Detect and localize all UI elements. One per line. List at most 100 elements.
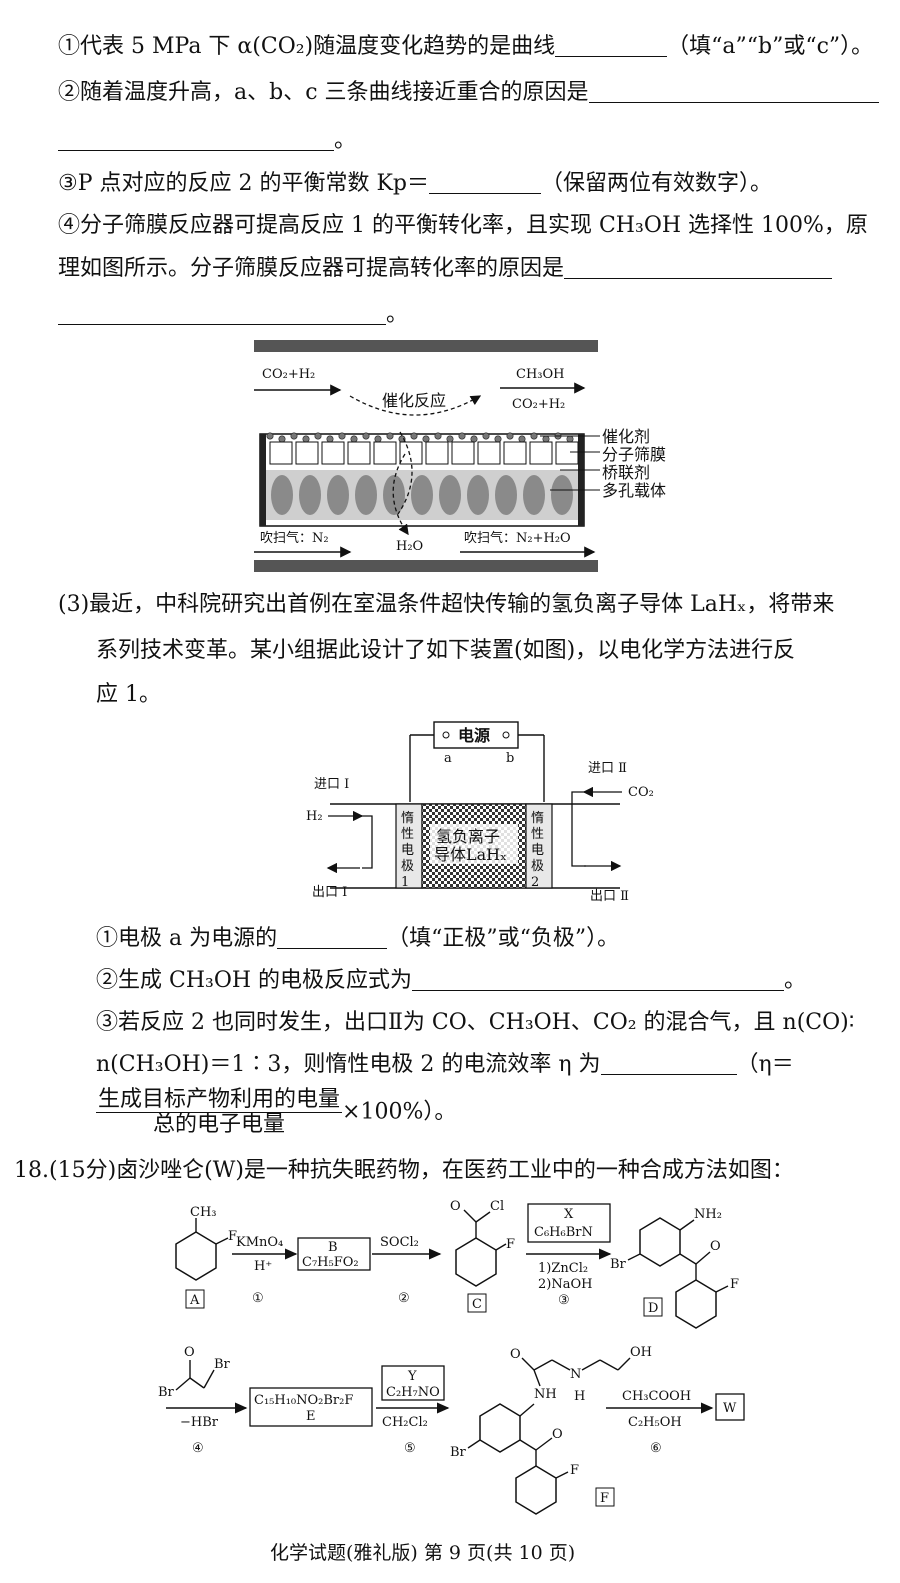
compound-d-ring-1 [639, 1217, 681, 1267]
ch3-label: CH₃ [190, 1205, 217, 1220]
q17-item-2: ②随着温度升高，a、b、c 三条曲线接近重合的原因是 [58, 78, 879, 108]
svg-text:1)ZnCl₂: 1)ZnCl₂ [538, 1261, 588, 1276]
answer-blank[interactable] [58, 302, 386, 325]
svg-text:N: N [570, 1367, 581, 1382]
product-w-box [715, 1393, 745, 1421]
svg-text:O: O [710, 1239, 721, 1254]
svg-text:C₆H₆BrN: C₆H₆BrN [534, 1225, 593, 1240]
svg-text:CH₂Cl₂: CH₂Cl₂ [382, 1415, 428, 1430]
svg-text:2)NaOH: 2)NaOH [538, 1277, 592, 1292]
svg-text:F: F [506, 1237, 515, 1252]
compound-d-label: D [648, 1301, 658, 1316]
svg-text:F: F [730, 1277, 739, 1292]
legend-catalyst: 催化剂 [602, 427, 650, 446]
svg-text:C₂H₅OH: C₂H₅OH [628, 1415, 682, 1430]
svg-text:①: ① [252, 1291, 264, 1306]
compound-b-label: B [328, 1240, 338, 1255]
svg-text:O: O [184, 1345, 195, 1360]
svg-text:O: O [450, 1199, 461, 1214]
legend-molecular-sieve: 分子筛膜 [602, 445, 666, 464]
q17-part3-line3: 应 1。 [96, 682, 161, 707]
svg-text:F: F [570, 1463, 579, 1478]
q18-title: 18.(15分)卤沙唑仑(W)是一种抗失眠药物，在医药工业中的一种合成方法如图： [14, 1158, 794, 1183]
q17-part3-item-1: ①电极 a 为电源的（填“正极”或“负极”）。 [96, 926, 620, 951]
svg-text:H: H [574, 1389, 585, 1404]
answer-blank[interactable] [600, 1052, 737, 1075]
outlet-product-label: CH₃OH [516, 367, 565, 382]
svg-text:NH: NH [534, 1387, 557, 1402]
outlet-gas-label: CO₂+H₂ [512, 397, 565, 412]
answer-blank[interactable] [412, 968, 785, 991]
f-label: F [228, 1229, 237, 1244]
q17-item-3: ③P 点对应的反应 2 的平衡常数 Kp＝（保留两位有效数字）。 [58, 171, 773, 196]
terminal-b: b [506, 751, 514, 766]
compound-c-ring [455, 1237, 497, 1287]
svg-text:−HBr: −HBr [180, 1415, 219, 1430]
catalyst-particles [266, 432, 574, 443]
compound-f-ring-2 [515, 1465, 557, 1515]
page-footer: 化学试题(雅礼版) 第 9 页(共 10 页) [270, 1542, 576, 1564]
q17-part3-item-3: ③若反应 2 也同时发生，出口Ⅱ为 CO、CH₃OH、CO₂ 的混合气，且 n(… [96, 1010, 855, 1035]
q17-part3-line1: (3)最近，中科院研究出首例在室温条件超快传输的氢负离子导体 LaHₓ，将带来 [58, 592, 835, 617]
svg-text:电: 电 [531, 843, 544, 858]
outlet-1-label: 出口 Ⅰ [312, 885, 347, 900]
q17-part3-line2: 系列技术变革。某小组据此设计了如下装置(如图)，以电化学方法进行反 [96, 638, 796, 663]
svg-text:X: X [564, 1207, 574, 1222]
power-supply-label: 电源 [458, 726, 490, 745]
compound-f-ring-1 [479, 1403, 521, 1453]
answer-blank[interactable] [564, 256, 833, 279]
answer-blank[interactable] [429, 171, 542, 194]
svg-text:④: ④ [192, 1441, 204, 1456]
svg-text:Br: Br [610, 1257, 627, 1272]
h2-label: H₂ [306, 809, 323, 824]
svg-text:②: ② [398, 1291, 410, 1306]
q17-part3-item-3-cont: n(CH₃OH)＝1∶3，则惰性电极 2 的电流效率 η 为（η＝ [96, 1052, 794, 1077]
svg-text:NH₂: NH₂ [694, 1207, 722, 1222]
reactor-wall-top [254, 340, 598, 352]
svg-text:CH₃COOH: CH₃COOH [622, 1389, 691, 1404]
svg-text:惰: 惰 [531, 811, 544, 826]
svg-text:Y: Y [407, 1369, 417, 1384]
compound-d-ring-2 [675, 1279, 717, 1329]
compound-b-formula: C₇H₅FO₂ [302, 1255, 359, 1270]
answer-blank[interactable] [277, 926, 388, 949]
svg-text:C₁₅H₁₀NO₂Br₂F: C₁₅H₁₀NO₂Br₂F [254, 1393, 353, 1408]
svg-text:性: 性 [531, 827, 544, 842]
reagent-y-box [381, 1365, 445, 1401]
answer-blank[interactable] [555, 34, 668, 57]
answer-blank[interactable] [58, 128, 334, 151]
inlet-1-label: 进口 Ⅰ [314, 777, 349, 792]
reactor-wall-bottom [254, 560, 598, 572]
water-label: H₂O [396, 539, 423, 554]
water-path [392, 453, 409, 536]
legend-bridging-agent: 桥联剂 [602, 463, 650, 482]
svg-text:Br: Br [214, 1357, 231, 1372]
svg-text:电: 电 [401, 843, 414, 858]
svg-text:O: O [552, 1427, 563, 1442]
compound-b-box [297, 1237, 371, 1271]
svg-text:⑤: ⑤ [404, 1441, 416, 1456]
sweep-gas-in-label: 吹扫气：N₂ [260, 530, 329, 546]
inert-electrode-2 [525, 803, 553, 889]
svg-text:极: 极 [401, 859, 414, 874]
compound-c-label: C [472, 1297, 482, 1312]
conductor-label-2: 导体LaHₓ [434, 845, 507, 864]
outlet-2-label: 出口 Ⅱ [590, 889, 629, 904]
compound-a-label: A [189, 1293, 200, 1308]
synthesis-scheme: CH₃ F A KMnO₄ H⁺ ① B C₇H₅FO₂ SOCl₂ ② O C… [158, 1199, 745, 1515]
compound-a-ring [175, 1231, 217, 1281]
q17-item-2-cont: 。 [58, 126, 356, 156]
molecular-sieve [269, 441, 579, 465]
svg-text:C₂H₇NO: C₂H₇NO [386, 1385, 440, 1400]
q17-item-1: ①代表 5 MPa 下 α(CO₂)随温度变化趋势的是曲线（填“a”“b”或“c… [58, 34, 874, 59]
compound-e-label: E [306, 1409, 316, 1424]
reagent-x-box [527, 1203, 611, 1243]
efficiency-formula: 生成目标产物利用的电量 总的电子电量 ×100%）。 [96, 1087, 457, 1137]
terminal-a: a [444, 751, 452, 766]
answer-blank[interactable] [588, 80, 879, 103]
conductor-label-1: 氢负离子 [436, 827, 500, 846]
co2-label: CO₂ [628, 785, 654, 800]
